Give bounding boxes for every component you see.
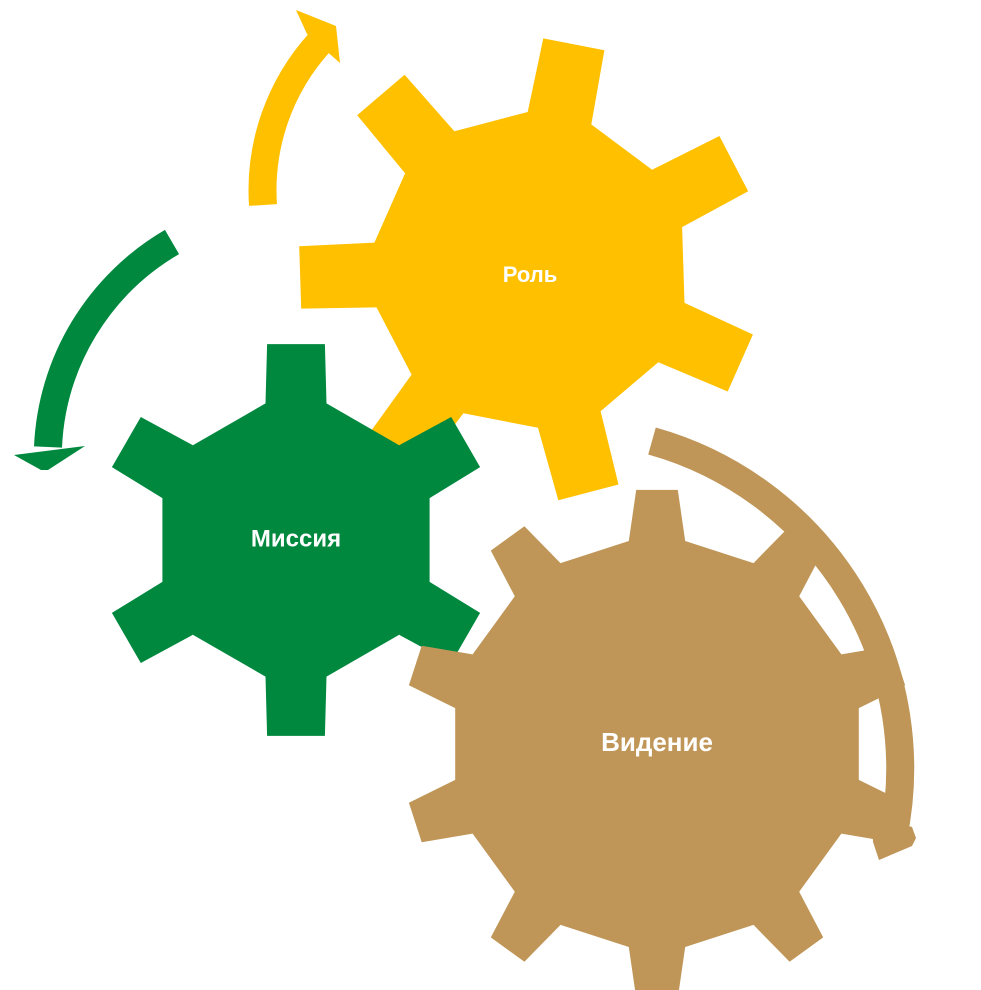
mission-arrow-head <box>14 446 85 470</box>
mission-arrow <box>14 229 180 470</box>
role-arrow-head <box>296 10 340 63</box>
role-arrow-shaft <box>248 32 331 206</box>
gear-vision: Видение <box>408 489 906 990</box>
gear-role: Роль <box>299 38 753 501</box>
gear-role-label: Роль <box>503 262 558 287</box>
gear-vision-shape <box>408 489 906 990</box>
mission-arrow-shaft <box>34 229 180 448</box>
role-arrow <box>248 10 340 206</box>
gear-vision-label: Видение <box>601 727 713 757</box>
gear-role-shape <box>299 38 753 501</box>
vision-arrow-shaft <box>648 427 915 841</box>
gear-mission-label: Миссия <box>251 525 341 552</box>
gear-mission-shape <box>111 344 481 736</box>
gear-mission: Миссия <box>111 344 481 736</box>
